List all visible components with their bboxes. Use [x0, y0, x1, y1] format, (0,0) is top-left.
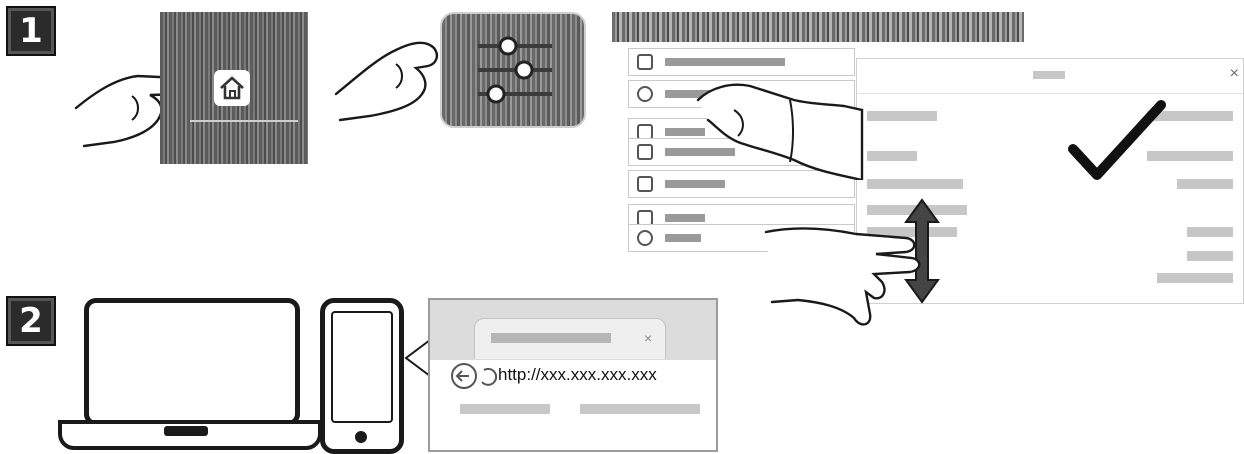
checkmark-icon [1067, 99, 1167, 183]
browser-tab[interactable] [474, 318, 666, 359]
laptop-notch [164, 426, 208, 436]
dialog-row [867, 111, 937, 121]
navigation-icons [450, 360, 506, 392]
hand-icon [694, 80, 864, 180]
panel-divider [190, 120, 298, 122]
url-text[interactable]: http://xxx.xxx.xxx.xxx [498, 365, 657, 385]
dialog-row-value [1187, 251, 1233, 261]
address-bar[interactable]: http://xxx.xxx.xxx.xxx [440, 362, 706, 388]
printer-home-panel [160, 12, 308, 164]
laptop-base [58, 420, 322, 450]
dialog-row-value [1187, 227, 1233, 237]
phone-home-button [355, 431, 367, 443]
menu-item-icon [637, 144, 653, 160]
menu-item-icon [637, 176, 653, 192]
menu-item-label [665, 180, 725, 188]
step-2-badge: 2 [6, 296, 56, 346]
bookmarks-bar [460, 404, 710, 416]
reload-icon[interactable] [482, 369, 496, 385]
browser-window: × http://xxx.xxx.xxx.xxx [428, 298, 718, 452]
dialog-titlebar: × [857, 59, 1243, 94]
printer-settings-panel [440, 12, 586, 128]
step-number: 1 [19, 11, 43, 51]
browser-tabstrip: × [430, 300, 716, 360]
menu-item-label [665, 234, 701, 242]
dialog-row-value [1157, 273, 1233, 283]
step-1-badge: 1 [6, 6, 56, 56]
hand-icon [756, 222, 926, 334]
dialog-row-value [1177, 179, 1233, 189]
screen-header-bar [612, 12, 1024, 42]
close-icon[interactable]: × [1230, 65, 1239, 83]
menu-item-icon [637, 230, 653, 246]
bookmark-item[interactable] [460, 404, 550, 414]
laptop-screen [84, 298, 300, 426]
close-icon[interactable]: × [644, 330, 652, 346]
menu-item-icon [637, 54, 653, 70]
smartphone-icon [320, 298, 404, 454]
list-item[interactable] [628, 48, 855, 76]
dialog-row [867, 151, 917, 161]
home-icon [218, 74, 246, 102]
menu-item-label [665, 58, 785, 66]
menu-item-icon [637, 86, 653, 102]
sliders-icon[interactable] [472, 26, 562, 112]
home-button[interactable] [214, 70, 250, 106]
step-number: 2 [19, 301, 43, 341]
phone-screen [331, 311, 393, 423]
menu-item-label [665, 214, 705, 222]
dialog-row [867, 179, 963, 189]
tab-title [491, 333, 611, 343]
dialog-title [1033, 71, 1065, 79]
bookmark-item[interactable] [580, 404, 700, 414]
